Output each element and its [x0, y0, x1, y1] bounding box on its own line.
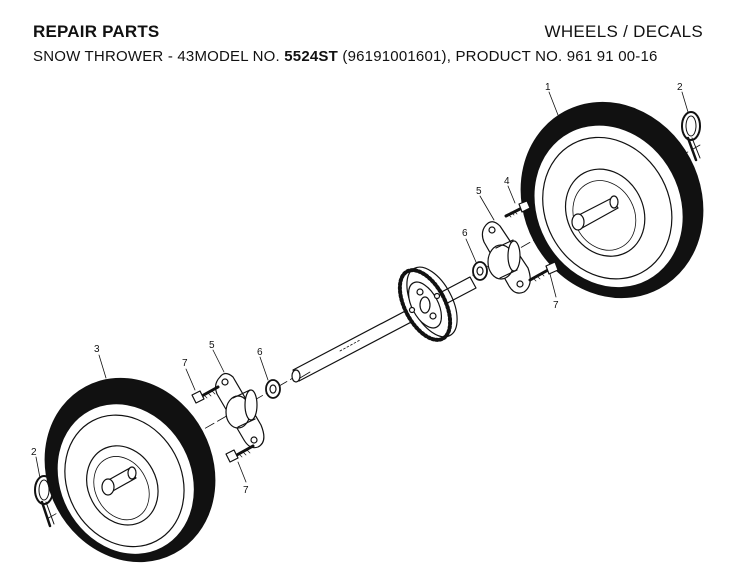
model-line: SNOW THROWER - 43MODEL NO. 5524ST (96191…: [33, 48, 658, 65]
left-hairpin-clip: [34, 475, 55, 528]
right-hairpin-clip: [681, 111, 701, 162]
carriage-bolt-left-lower: [225, 444, 255, 463]
leader-lines: [35, 91, 689, 483]
carriage-bolt-upper: [504, 200, 531, 218]
axle-gear: [397, 266, 458, 342]
right-wheel: [520, 101, 704, 299]
callout-1: 1: [545, 82, 551, 93]
callout-5-right: 5: [476, 186, 482, 197]
model-number: 5524ST: [284, 48, 339, 65]
model-prefix: SNOW THROWER - 43MODEL NO.: [33, 48, 285, 65]
callout-2-right: 2: [677, 82, 683, 93]
right-flange-bearing: [481, 221, 531, 294]
callout-4: 4: [504, 176, 510, 187]
model-suffix: (96191001601), PRODUCT NO. 961 91 00-16: [338, 48, 658, 65]
right-washer: [472, 261, 488, 281]
section-title: WHEELS / DECALS: [544, 22, 703, 41]
callout-2-left: 2: [31, 447, 37, 458]
callout-5-left: 5: [209, 340, 215, 351]
callout-3: 3: [94, 344, 100, 355]
carriage-bolt-left-upper: [191, 385, 220, 404]
callout-7-right: 7: [553, 300, 559, 311]
page-title: REPAIR PARTS: [33, 22, 160, 41]
left-flange-bearing: [214, 372, 265, 449]
callout-6-left: 6: [257, 347, 263, 358]
callout-7-left-upper: 7: [182, 358, 188, 369]
callout-6-right: 6: [462, 228, 468, 239]
left-wheel: [44, 377, 216, 563]
callout-7-left-lower: 7: [243, 485, 249, 496]
left-washer: [265, 379, 281, 399]
carriage-bolt-right: [528, 261, 559, 282]
